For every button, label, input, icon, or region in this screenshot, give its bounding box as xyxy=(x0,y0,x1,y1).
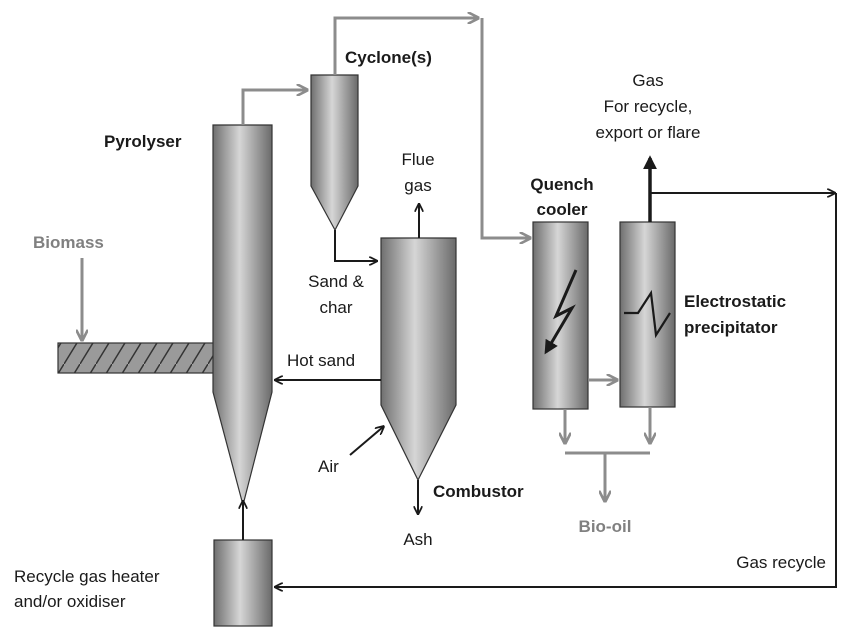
vapour-pyrolyser-to-cyclone xyxy=(241,90,306,125)
gas-recycle-label: Gas recycle xyxy=(736,553,826,572)
gas-label: Gas xyxy=(632,71,663,90)
ash-label: Ash xyxy=(403,530,432,549)
pyrolyser-label: Pyrolyser xyxy=(104,132,182,151)
cyclone-label: Cyclone(s) xyxy=(345,48,432,67)
sand-label: Sand & xyxy=(308,272,364,291)
quench-cooler-vessel xyxy=(532,221,589,410)
flue-gas-label: gas xyxy=(404,176,431,195)
precipitator-symbol xyxy=(624,289,671,339)
screw-feeder xyxy=(57,342,215,374)
cooler-label: cooler xyxy=(536,200,587,219)
cyclone-vessel xyxy=(310,74,359,232)
combustor-label: Combustor xyxy=(433,482,524,501)
pyrolyser-vessel xyxy=(212,124,273,508)
electrostatic-label: Electrostatic xyxy=(684,292,786,311)
char-label: char xyxy=(319,298,352,317)
recycle-gas-heater-label: Recycle gas heater xyxy=(14,567,160,586)
vapour-to-quench-cooler xyxy=(480,18,529,238)
precipitator-label: precipitator xyxy=(684,318,778,337)
hot-sand-label: Hot sand xyxy=(287,351,355,370)
bio-oil-label: Bio-oil xyxy=(579,517,632,536)
sand-char-to-combustor xyxy=(334,230,376,261)
gas-export-flare-label: export or flare xyxy=(596,123,701,142)
quench-label: Quench xyxy=(530,175,593,194)
recycle-gas-heater-vessel xyxy=(213,539,273,627)
gas-recycle-return xyxy=(276,193,837,587)
combustor-vessel xyxy=(380,237,457,482)
oxidiser-label: and/or oxidiser xyxy=(14,592,126,611)
flue-label: Flue xyxy=(401,150,434,169)
electrostatic-precipitator-vessel xyxy=(619,221,676,408)
air-arrow xyxy=(349,427,383,456)
biomass-label: Biomass xyxy=(33,233,104,252)
vapour-cyclone-to-quench xyxy=(333,18,477,75)
gas-for-recycle-label: For recycle, xyxy=(604,97,693,116)
air-label: Air xyxy=(318,457,339,476)
quench-cooler-symbol xyxy=(544,269,578,355)
